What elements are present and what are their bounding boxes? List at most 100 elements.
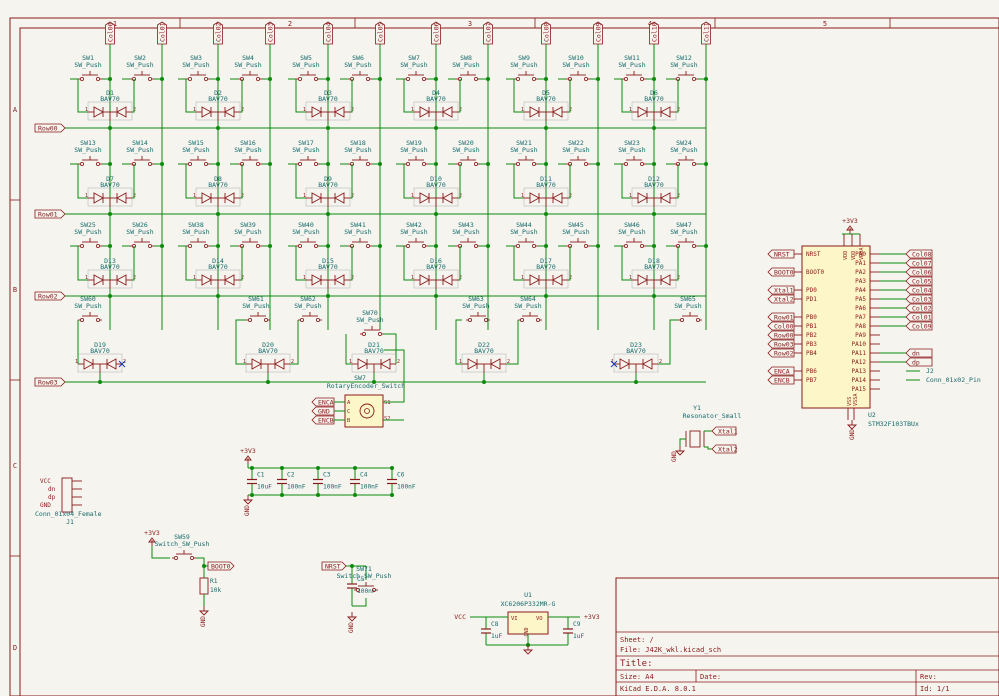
- diode-triangle: [467, 358, 478, 370]
- diode-d7-ref: D7: [106, 175, 114, 183]
- title-block-rev: Rev:: [920, 673, 937, 681]
- switch-sw7-ref: SW7: [408, 54, 420, 62]
- mcu-net-col05: Col05: [912, 278, 932, 286]
- switch-sw15-ref: SW15: [188, 139, 204, 147]
- r1-ref: R1: [210, 578, 218, 585]
- mcu-net-boot0-shape: [767, 267, 795, 277]
- diode-d23-value: BAV70: [626, 347, 646, 355]
- diode-wire: [185, 246, 196, 281]
- junction-dot: [372, 380, 376, 384]
- mcu-pin-name: PD0: [806, 287, 817, 294]
- pin-number: 1: [243, 359, 246, 365]
- cap-c3-value: 100nF: [323, 484, 342, 491]
- switch-sw13-ref: SW13: [80, 139, 96, 147]
- switch-contact: [255, 243, 260, 248]
- switch-sw38-value: SW_Push: [182, 228, 209, 236]
- mcu-net-row00-shape: [767, 330, 795, 340]
- diode-triangle: [93, 274, 104, 286]
- no-connect-cross: [610, 360, 618, 368]
- row-label-row00-shape: [34, 123, 66, 133]
- switch-sw21-value: SW_Push: [510, 146, 537, 154]
- diode-d20-value: BAV70: [258, 347, 278, 355]
- resonator-net-xtal1: Xtal1: [718, 428, 738, 436]
- resonator-gnd-label: GND: [671, 451, 678, 462]
- diode-wire: [568, 164, 571, 199]
- pin-number: 1: [303, 193, 306, 199]
- diode-triangle: [334, 192, 345, 204]
- wire: [196, 557, 208, 567]
- pin-number: 2: [241, 107, 244, 113]
- switch-sw63-ref: SW63: [468, 295, 484, 303]
- diode-d12-ref: D12: [648, 175, 660, 183]
- diode-triangle: [637, 106, 648, 118]
- junction-dot: [652, 77, 656, 81]
- diode-wire: [132, 79, 135, 113]
- junction-dot: [250, 493, 254, 497]
- switch-contact: [584, 77, 589, 82]
- pin-number: 2: [133, 275, 136, 281]
- cap-c1-ref: C1: [257, 472, 265, 479]
- pin-number: 1: [411, 107, 414, 113]
- switch-sw47-ref: SW47: [676, 221, 692, 229]
- wire: [151, 546, 170, 559]
- title-block-date: Date:: [700, 673, 721, 681]
- cap-c9-value: 1uF: [573, 633, 584, 640]
- diode-d15-ref: D15: [322, 257, 334, 265]
- switch-sw40-ref: SW40: [298, 221, 314, 229]
- diode-triangle: [529, 274, 540, 286]
- mcu-net-col08: Col08: [912, 251, 932, 259]
- title-block-id: Id: 1/1: [920, 685, 950, 693]
- mcu-net-encb: ENCB: [774, 377, 790, 385]
- reset-net-label: NRST: [325, 563, 341, 571]
- mcu-net-col06-shape: [905, 267, 933, 277]
- mcu-pin-name: PA2: [855, 269, 866, 276]
- switch-sw10-value: SW_Push: [562, 61, 589, 69]
- reset-switch-ref: SW71: [356, 565, 372, 573]
- switch-contact: [80, 161, 85, 166]
- junction-dot: [434, 212, 438, 216]
- frame-row-letter: B: [13, 286, 17, 294]
- diode-triangle: [116, 106, 127, 118]
- diode-wire: [185, 164, 196, 199]
- cap-c2-value: 100nF: [287, 484, 306, 491]
- diode-triangle: [529, 192, 540, 204]
- pin-number: 2: [677, 107, 680, 113]
- switch-sw70-ref: SW70: [362, 309, 378, 317]
- junction-dot: [160, 162, 164, 166]
- switch-sw23-ref: SW23: [624, 139, 640, 147]
- column-label-col08-shape: [541, 21, 551, 45]
- switch-contact: [692, 77, 697, 82]
- switch-contact: [255, 161, 260, 166]
- mcu-net-col01: Col01: [912, 314, 932, 322]
- switch-sw12-ref: SW12: [676, 54, 692, 62]
- switch-sw16-ref: SW16: [240, 139, 256, 147]
- switch-contact: [96, 243, 101, 248]
- junction-dot: [268, 77, 272, 81]
- regulator-value: XC6206P332MR-G: [501, 600, 556, 608]
- switch-contact: [516, 243, 521, 248]
- switch-contact: [96, 77, 101, 82]
- wire: [345, 334, 352, 365]
- switch-contact: [640, 77, 645, 82]
- switch-sw19-value: SW_Push: [400, 146, 427, 154]
- diode-d22-value: BAV70: [474, 347, 494, 355]
- switch-contact: [263, 317, 268, 322]
- regulator-gnd: [522, 649, 534, 655]
- diode-d18-ref: D18: [648, 257, 660, 265]
- diode-triangle: [106, 358, 117, 370]
- switch-contact: [405, 243, 410, 248]
- column-label-col04: Col04: [325, 22, 333, 42]
- switch-sw42-value: SW_Push: [400, 228, 427, 236]
- junction-dot: [326, 77, 330, 81]
- mcu-pin-name: PB7: [806, 377, 817, 384]
- j1-net-vcc: VCC: [40, 478, 51, 485]
- switch-contact: [516, 77, 521, 82]
- switch-sw63-value: SW_Push: [462, 302, 489, 310]
- row-label-row01: Row01: [38, 211, 58, 219]
- row-label-row00: Row00: [38, 125, 58, 133]
- diode-d10-ref: D10: [430, 175, 442, 183]
- junction-dot: [704, 244, 708, 248]
- mcu-net-col05-shape: [905, 276, 933, 286]
- mcu-net-col00-shape: [767, 321, 795, 331]
- regulator-vin-label: VCC: [454, 613, 466, 621]
